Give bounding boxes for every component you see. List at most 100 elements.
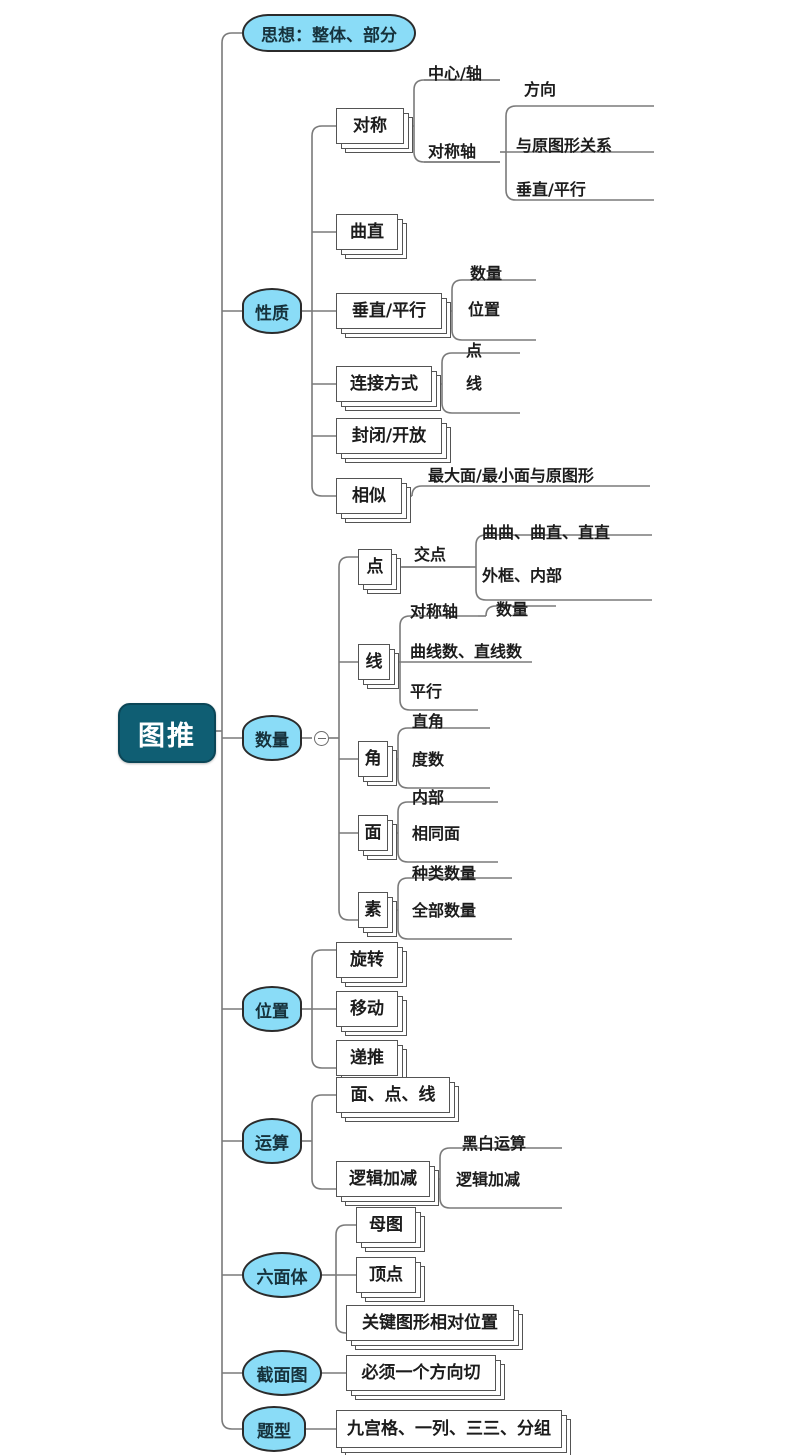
card-face: 相似 <box>336 478 402 514</box>
card-face: 线 <box>358 644 390 680</box>
leaf-duichenzhou-c1[interactable]: 方向 <box>524 80 557 99</box>
node-lianjiefangshi[interactable]: 连接方式 <box>336 366 441 411</box>
leaf-luoji-c2[interactable]: 逻辑加减 <box>456 1170 521 1189</box>
leaf-xian-c1[interactable]: 对称轴 <box>410 602 459 621</box>
root-node[interactable]: 图推 <box>118 703 216 763</box>
node-luojijiajian[interactable]: 逻辑加减 <box>336 1161 439 1206</box>
node-xiangsi[interactable]: 相似 <box>336 478 411 523</box>
node-chuizhipingxing[interactable]: 垂直/平行 <box>336 293 451 338</box>
leaf-duichen-c1[interactable]: 中心/轴 <box>428 64 482 83</box>
leaf-su-c1[interactable]: 种类数量 <box>412 864 477 883</box>
card-face: 母图 <box>356 1207 416 1243</box>
leaf-jiaodian-c2[interactable]: 外框、内部 <box>482 566 563 585</box>
node-yidong[interactable]: 移动 <box>336 991 407 1036</box>
node-jiugonge[interactable]: 九宫格、一列、三三、分组 <box>336 1410 571 1455</box>
node-guanjian-label: 关键图形相对位置 <box>362 1312 498 1333</box>
branch-tixing[interactable]: 题型 <box>242 1406 306 1452</box>
node-lianjiefangshi-label: 连接方式 <box>350 373 418 394</box>
leaf-duichenzhou-c3[interactable]: 垂直/平行 <box>516 180 586 199</box>
branch-yunsuan[interactable]: 运算 <box>242 1118 302 1164</box>
node-mian-label: 面 <box>364 822 382 843</box>
node-bixu[interactable]: 必须一个方向切 <box>346 1355 505 1400</box>
card-face: 连接方式 <box>336 366 432 402</box>
leaf-su-c2[interactable]: 全部数量 <box>412 901 477 920</box>
branch-weizhi-label: 位置 <box>255 1001 289 1022</box>
node-quzhi[interactable]: 曲直 <box>336 214 407 259</box>
node-jiao-label: 角 <box>364 748 382 769</box>
leaf-lianjie-c2[interactable]: 线 <box>466 374 483 393</box>
card-face: 点 <box>358 549 392 585</box>
branch-xingzhi[interactable]: 性质 <box>242 288 302 334</box>
leaf-chuizhi-c1[interactable]: 数量 <box>470 264 503 283</box>
node-yidong-label: 移动 <box>350 998 384 1019</box>
leaf-xian-c3[interactable]: 平行 <box>410 682 443 701</box>
node-miandianxian-label: 面、点、线 <box>350 1084 436 1105</box>
node-xian-label: 线 <box>365 651 383 672</box>
leaf-lianjie-c1[interactable]: 点 <box>466 341 483 360</box>
node-miandianxian[interactable]: 面、点、线 <box>336 1077 459 1122</box>
card-face: 必须一个方向切 <box>346 1355 496 1391</box>
branch-shuliang-label: 数量 <box>255 730 289 751</box>
node-bixu-label: 必须一个方向切 <box>361 1362 481 1383</box>
leaf-chuizhi-c2[interactable]: 位置 <box>468 300 501 319</box>
node-dingdian[interactable]: 顶点 <box>356 1257 425 1302</box>
node-top-idea[interactable]: 思想：整体、部分 <box>242 14 416 52</box>
leaf-mian-c1[interactable]: 内部 <box>412 788 445 807</box>
node-guanjian[interactable]: 关键图形相对位置 <box>346 1305 523 1350</box>
leaf-jiao-c2[interactable]: 度数 <box>412 750 445 769</box>
node-su-label: 素 <box>364 899 382 920</box>
branch-xingzhi-label: 性质 <box>255 303 289 324</box>
leaf-dian-c1[interactable]: 交点 <box>414 545 447 564</box>
leaf-jiao-c1[interactable]: 直角 <box>412 712 445 731</box>
leaf-xian-c2[interactable]: 曲线数、直线数 <box>410 642 523 661</box>
node-fengbikaifang[interactable]: 封闭/开放 <box>336 418 451 463</box>
branch-shuliang[interactable]: 数量 <box>242 715 302 761</box>
node-quzhi-label: 曲直 <box>350 221 384 242</box>
node-xiangsi-label: 相似 <box>352 485 386 506</box>
card-face: 移动 <box>336 991 398 1027</box>
card-face: 顶点 <box>356 1257 416 1293</box>
node-top-idea-label: 思想：整体、部分 <box>261 25 397 46</box>
card-face: 旋转 <box>336 942 398 978</box>
card-face: 面 <box>358 815 388 851</box>
leaf-mian-c2[interactable]: 相同面 <box>412 824 461 843</box>
leaf-duichenzhou2-c1[interactable]: 数量 <box>496 600 529 619</box>
node-dingdian-label: 顶点 <box>369 1264 403 1285</box>
leaf-jiaodian-c1[interactable]: 曲曲、曲直、直直 <box>482 523 611 542</box>
node-xuanzhuan[interactable]: 旋转 <box>336 942 407 987</box>
card-face: 九宫格、一列、三三、分组 <box>336 1410 562 1448</box>
node-mian[interactable]: 面 <box>358 815 397 860</box>
node-duichen[interactable]: 对称 <box>336 108 413 153</box>
node-jiugonge-label: 九宫格、一列、三三、分组 <box>347 1418 551 1439</box>
node-xuanzhuan-label: 旋转 <box>350 949 384 970</box>
card-face: 面、点、线 <box>336 1077 450 1113</box>
root-label: 图推 <box>138 720 196 752</box>
node-xian[interactable]: 线 <box>358 644 399 689</box>
node-fengbikaifang-label: 封闭/开放 <box>351 425 427 446</box>
card-face: 封闭/开放 <box>336 418 442 454</box>
node-mutu[interactable]: 母图 <box>356 1207 425 1252</box>
branch-jiemiantu[interactable]: 截面图 <box>242 1350 322 1396</box>
node-ditui[interactable]: 递推 <box>336 1040 407 1085</box>
node-chuizhipingxing-label: 垂直/平行 <box>351 300 427 321</box>
card-face: 素 <box>358 892 388 928</box>
card-face: 逻辑加减 <box>336 1161 430 1197</box>
card-face: 垂直/平行 <box>336 293 442 329</box>
branch-yunsuan-label: 运算 <box>255 1133 289 1154</box>
branch-liumianti-label: 六面体 <box>256 1267 308 1288</box>
node-ditui-label: 递推 <box>350 1047 384 1068</box>
branch-jiemiantu-label: 截面图 <box>256 1365 308 1386</box>
leaf-duichen-c2[interactable]: 对称轴 <box>428 142 477 161</box>
node-su[interactable]: 素 <box>358 892 397 937</box>
collapse-minus-icon[interactable] <box>314 731 329 746</box>
branch-liumianti[interactable]: 六面体 <box>242 1252 322 1298</box>
node-dian[interactable]: 点 <box>358 549 401 594</box>
node-jiao[interactable]: 角 <box>358 741 397 786</box>
card-face: 角 <box>358 741 388 777</box>
leaf-duichenzhou-c2[interactable]: 与原图形关系 <box>516 136 613 155</box>
leaf-luoji-c1[interactable]: 黑白运算 <box>462 1134 527 1153</box>
card-face: 曲直 <box>336 214 398 250</box>
branch-weizhi[interactable]: 位置 <box>242 986 302 1032</box>
leaf-xiangsi-c1[interactable]: 最大面/最小面与原图形 <box>428 466 594 485</box>
